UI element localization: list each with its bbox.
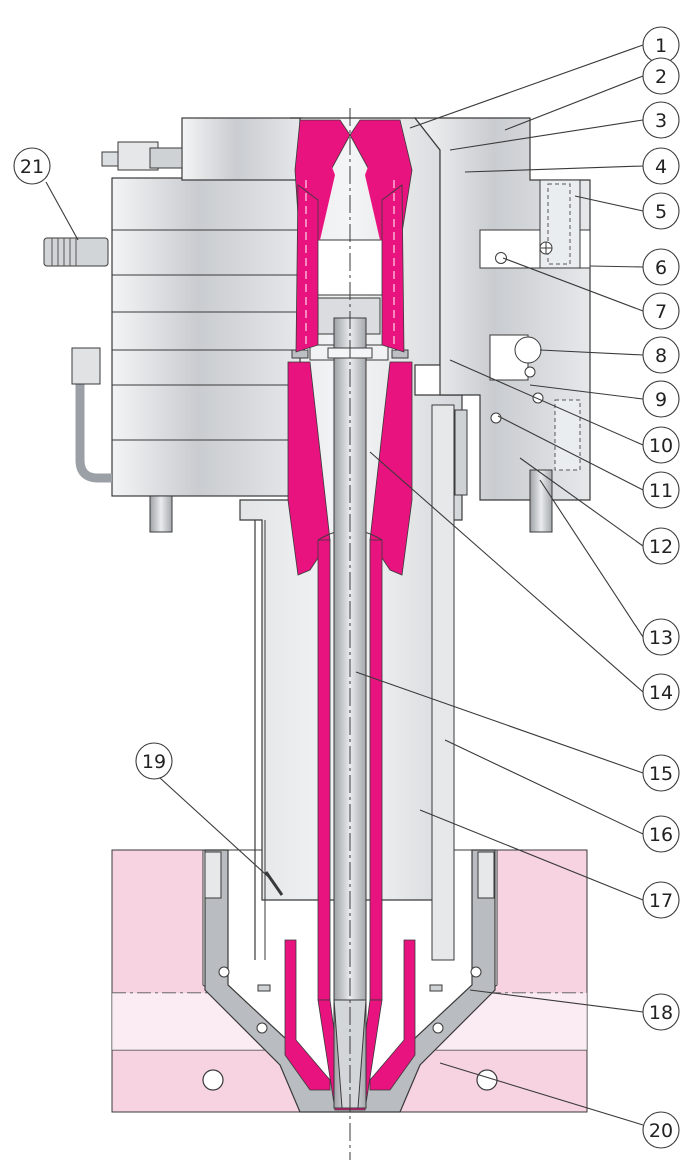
callout-label-17: 17 [649,890,673,912]
callout-5: 5 [642,192,680,230]
callout-label-21: 21 [20,156,44,178]
callout-label-14: 14 [649,682,673,704]
callout-8: 8 [642,336,680,374]
callout-label-13: 13 [649,627,673,649]
callout-label-2: 2 [655,66,667,88]
tip-retainer [204,849,496,1113]
callout-label-7: 7 [655,301,667,323]
callouts: 1 2 3 4 5 6 7 8 9 10 11 12 13 14 15 16 1… [13,26,680,1149]
callout-10: 10 [642,426,680,464]
callout-2: 2 [642,57,680,95]
cooling-hole-left [202,1069,224,1091]
callout-label-3: 3 [655,110,667,132]
callout-20: 20 [642,1111,680,1149]
callout-label-20: 20 [649,1120,673,1142]
callout-7: 7 [642,292,680,330]
callout-label-12: 12 [649,536,673,558]
callout-6: 6 [642,248,680,286]
callout-label-11: 11 [649,480,673,502]
callout-label-8: 8 [655,345,667,367]
callout-label-6: 6 [655,257,667,279]
callout-14: 14 [642,673,680,711]
callout-18: 18 [642,993,680,1031]
callout-13: 13 [642,618,680,656]
heater-band-stack [43,117,303,533]
callout-1: 1 [642,26,680,64]
leader-lines [45,44,644,1126]
callout-21: 21 [13,147,51,185]
callout-19: 19 [135,742,173,780]
callout-17: 17 [642,881,680,919]
callout-12: 12 [642,527,680,565]
callout-16: 16 [642,815,680,853]
callout-label-4: 4 [655,156,667,178]
callout-label-1: 1 [655,35,667,57]
callout-label-15: 15 [649,763,673,785]
callout-label-10: 10 [649,435,673,457]
callout-label-18: 18 [649,1002,673,1024]
callout-4: 4 [642,147,680,185]
callout-15: 15 [642,754,680,792]
callout-label-5: 5 [655,201,667,223]
callout-11: 11 [642,471,680,509]
callout-9: 9 [642,380,680,418]
callout-label-19: 19 [142,751,166,773]
callout-label-9: 9 [655,389,667,411]
clamp-plate [413,117,591,533]
callout-3: 3 [642,101,680,139]
heater-sleeve-right [431,404,455,961]
callout-label-16: 16 [649,824,673,846]
